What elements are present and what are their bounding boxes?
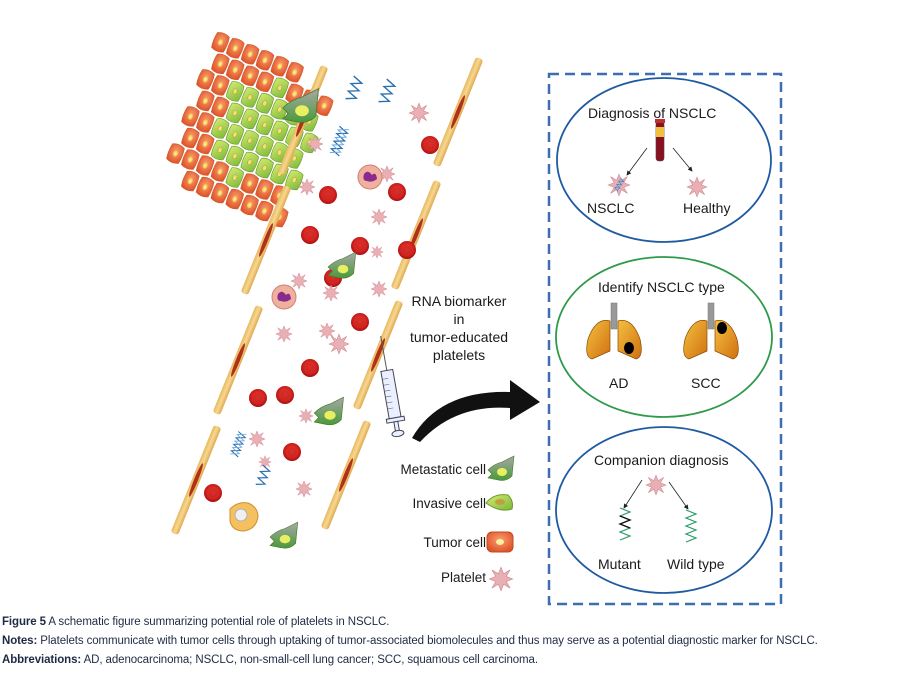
vessel-wall	[320, 419, 372, 531]
neutrophils	[271, 164, 383, 310]
legend-label-metastatic: Metastatic cell	[400, 462, 486, 477]
center-label-line1: RNA biomarker	[411, 293, 507, 309]
panel-diagnosis-healthy-label: Healthy	[683, 200, 731, 216]
red-blood-cell	[283, 443, 301, 461]
red-blood-cell	[388, 183, 406, 201]
scc-lungs-icon	[683, 302, 739, 360]
diagnosis-ellipse	[556, 77, 772, 243]
figure-abbreviations: Abbreviations: AD, adenocarcinoma; NSCLC…	[2, 654, 538, 666]
red-blood-cell	[204, 484, 222, 502]
red-blood-cell	[398, 241, 416, 259]
nsclc-platelet-icon	[607, 173, 631, 197]
red-blood-cell	[421, 136, 439, 154]
vessel-wall	[170, 424, 222, 536]
syringe-icon	[380, 335, 406, 438]
red-blood-cell	[249, 389, 267, 407]
panel-diagnosis-title: Diagnosis of NSCLC	[588, 105, 717, 121]
legend-label-invasive: Invasive cell	[412, 496, 486, 511]
panel-type-scc-label: SCC	[691, 375, 721, 391]
panel-diagnosis-nsclc-label: NSCLC	[587, 200, 635, 216]
healthy-platelet-icon	[686, 176, 708, 198]
red-blood-cell	[301, 359, 319, 377]
figure-abbreviations-label: Abbreviations:	[2, 654, 82, 666]
type-ellipse	[555, 256, 773, 418]
process-arrow	[412, 380, 540, 442]
legend-label-tumor: Tumor cell	[423, 535, 486, 550]
center-label-line3: tumor-educated	[409, 329, 509, 345]
red-blood-cell	[319, 186, 337, 204]
center-label-line4: platelets	[432, 347, 486, 363]
blood-tube-icon	[655, 119, 665, 162]
figure-caption-text: A schematic figure summarizing potential…	[45, 616, 390, 628]
companion-ellipse	[555, 426, 773, 594]
center-label: RNA biomarker in tumor-educated platelet…	[399, 292, 519, 364]
schematic-figure: RNA biomarker in tumor-educated platelet…	[164, 30, 783, 606]
panel-type-ad-label: AD	[609, 375, 629, 391]
panel-type-title: Identify NSCLC type	[598, 279, 725, 295]
panel-companion-wildtype-label: Wild type	[667, 556, 725, 572]
platelet-icon	[488, 566, 514, 592]
figure-caption: Figure 5 A schematic figure summarizing …	[2, 616, 389, 628]
figure-notes: Notes: Platelets communicate with tumor …	[2, 635, 818, 647]
red-blood-cell	[351, 237, 369, 255]
center-label-line2: in	[453, 311, 465, 327]
red-blood-cell	[351, 313, 369, 331]
panel-companion-mutant-label: Mutant	[598, 556, 641, 572]
figure-canvas	[164, 30, 783, 606]
tumor-cell-icon	[486, 531, 514, 553]
diagnostics-panel-box	[547, 72, 783, 606]
ad-lungs-icon	[586, 302, 642, 360]
immune-cell	[229, 502, 259, 532]
figure-caption-label: Figure 5	[2, 616, 46, 628]
panel-companion-title: Companion diagnosis	[594, 452, 729, 468]
wildtype-rna-icon	[684, 509, 698, 543]
figure-notes-text: Platelets communicate with tumor cells t…	[37, 635, 818, 647]
companion-platelet-icon	[645, 474, 667, 496]
tumor-tissue	[164, 30, 335, 230]
red-blood-cell	[276, 386, 294, 404]
figure-abbreviations-text: AD, adenocarcinoma; NSCLC, non-small-cel…	[81, 654, 538, 666]
legend-label-platelet: Platelet	[440, 570, 486, 585]
red-blood-cell	[301, 226, 319, 244]
mutant-rna-icon	[618, 507, 632, 541]
invasive-cell-icon	[485, 494, 513, 511]
metastatic-cell-icon	[487, 455, 515, 481]
legend-icons	[485, 455, 515, 592]
vessel-wall	[432, 56, 484, 168]
figure-notes-label: Notes:	[2, 635, 38, 647]
